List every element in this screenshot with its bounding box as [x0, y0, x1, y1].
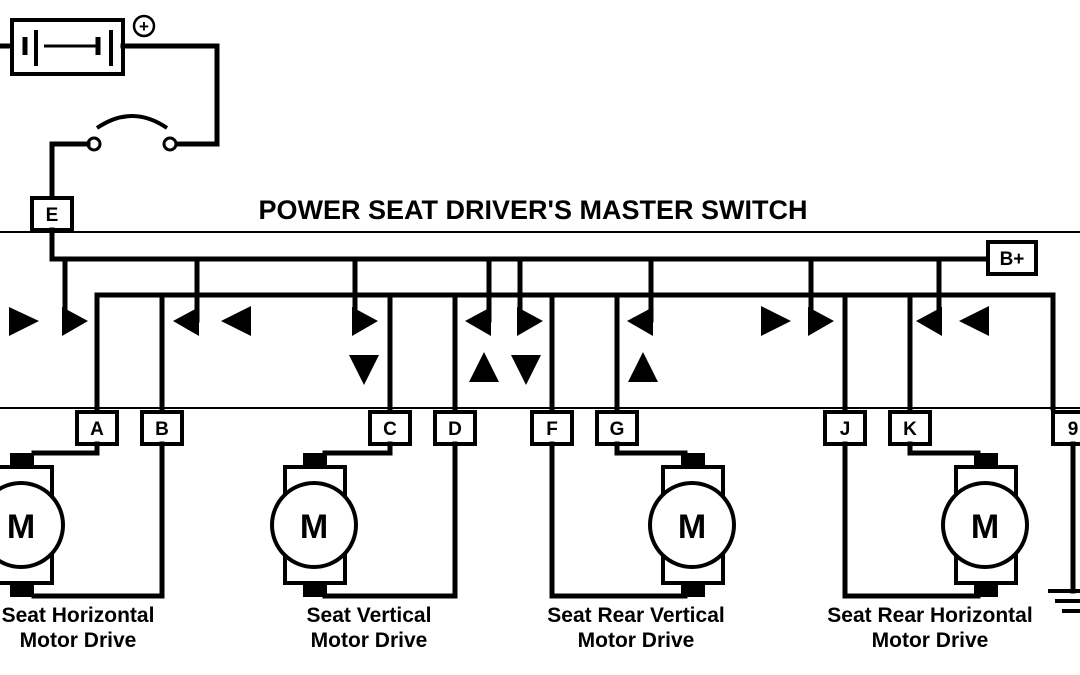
positive-terminal-icon	[132, 14, 156, 38]
motor-seat-horizontal: M Seat Horizontal Motor Drive	[0, 441, 165, 652]
motor-symbol: M	[300, 508, 328, 546]
motor-symbol: M	[971, 508, 999, 546]
connector-ground	[1051, 410, 1080, 446]
motor-caption: Motor Drive	[872, 629, 989, 652]
connector-a	[75, 410, 119, 446]
motor-caption: Seat Horizontal	[2, 604, 155, 627]
arrow-down-icon	[349, 355, 379, 385]
motor-symbol: M	[678, 508, 706, 546]
connector-f-label: F	[546, 419, 558, 440]
motor-icon	[648, 481, 736, 569]
connector-bplus	[986, 240, 1038, 276]
arrow-left-icon	[465, 307, 491, 336]
power-bus: B+	[49, 227, 1038, 323]
arrow-right-icon	[808, 307, 834, 336]
motor-icon	[941, 481, 1029, 569]
connector-c	[368, 410, 412, 446]
direction-arrows	[9, 306, 989, 385]
connector-j-label: J	[840, 419, 851, 440]
arrow-down-icon	[511, 355, 541, 385]
arrow-right-icon	[761, 306, 791, 336]
arrow-left-icon	[916, 307, 942, 336]
connector-a-label: A	[90, 419, 104, 440]
motor-seat-rear-horizontal: M Seat Rear Horizontal Motor Drive	[827, 441, 1033, 652]
return-bus	[94, 292, 1056, 411]
motor-seat-vertical: M Seat Vertical Motor Drive	[270, 441, 458, 652]
connector-k	[888, 410, 932, 446]
arrow-right-icon	[352, 307, 378, 336]
connector-c-label: C	[383, 419, 397, 440]
arrow-left-icon	[221, 306, 251, 336]
motor-caption: Motor Drive	[20, 629, 137, 652]
arrow-left-icon	[959, 306, 989, 336]
diagram-title: POWER SEAT DRIVER'S MASTER SWITCH	[259, 195, 808, 225]
connector-e-label: E	[46, 205, 59, 226]
connector-g-label: G	[610, 419, 625, 440]
motor-caption: Motor Drive	[578, 629, 695, 652]
connector-ground-label: 9	[1068, 419, 1079, 440]
motor-seat-rear-vertical: M Seat Rear Vertical Motor Drive	[547, 441, 736, 652]
ground-icon	[1048, 441, 1080, 613]
arrow-left-icon	[627, 307, 653, 336]
arrow-up-icon	[628, 352, 658, 382]
motor-caption: Seat Rear Vertical	[547, 604, 724, 627]
arrow-right-icon	[62, 307, 88, 336]
connector-d-label: D	[448, 419, 462, 440]
ignition-switch-icon	[49, 114, 178, 201]
motor-caption: Motor Drive	[311, 629, 428, 652]
connector-k-label: K	[903, 419, 917, 440]
arrow-right-icon	[9, 307, 39, 336]
motor-caption: Seat Vertical	[307, 604, 432, 627]
motor-icon	[0, 481, 65, 569]
positive-label: +	[139, 17, 149, 36]
connector-b-label: B	[155, 419, 169, 440]
connector-bplus-label: B+	[1000, 249, 1025, 270]
battery: +	[0, 14, 220, 147]
motor-icon	[270, 481, 358, 569]
connector-pins: A B C D F G J K 9	[75, 410, 1080, 446]
motor-caption: Seat Rear Horizontal	[827, 604, 1032, 627]
arrow-right-icon	[517, 307, 543, 336]
arrow-up-icon	[469, 352, 499, 382]
motor-symbol: M	[7, 508, 35, 546]
arrow-left-icon	[173, 307, 199, 336]
